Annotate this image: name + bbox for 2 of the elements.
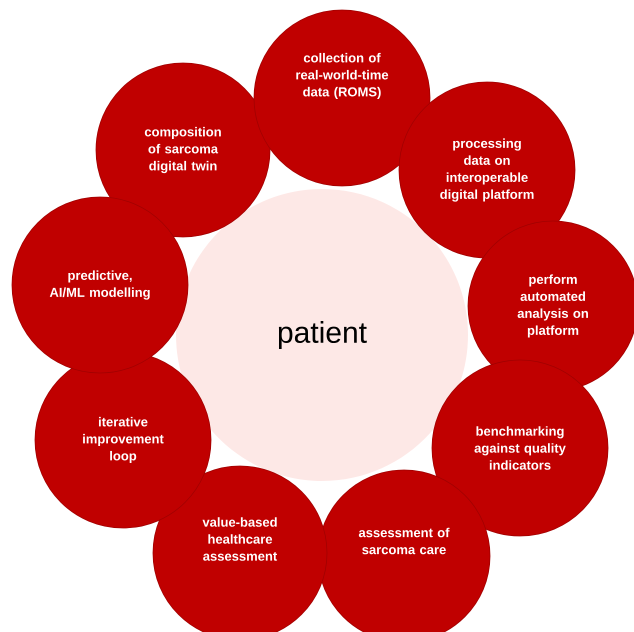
center-label: patient — [278, 321, 367, 349]
node-label: perform automated analysis on platform — [518, 274, 588, 338]
